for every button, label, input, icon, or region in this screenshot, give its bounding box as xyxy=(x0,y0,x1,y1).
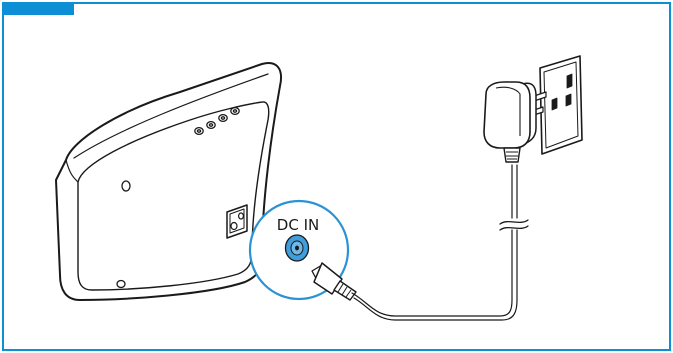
screw-hole-icon xyxy=(121,180,131,192)
wall-socket-icon xyxy=(539,55,583,155)
uk-power-adapter-icon xyxy=(483,81,547,163)
dc-in-port-icon xyxy=(226,204,248,239)
screw-hole-icon xyxy=(116,279,126,289)
frame-corner-tab xyxy=(2,2,74,15)
dc-plug-icon xyxy=(311,262,357,301)
power-cable xyxy=(351,164,529,321)
dc-jack-icon xyxy=(284,234,310,262)
control-buttons-icon xyxy=(194,106,240,136)
dc-in-label: DC IN xyxy=(277,216,319,234)
speaker-dock-icon xyxy=(55,62,282,301)
